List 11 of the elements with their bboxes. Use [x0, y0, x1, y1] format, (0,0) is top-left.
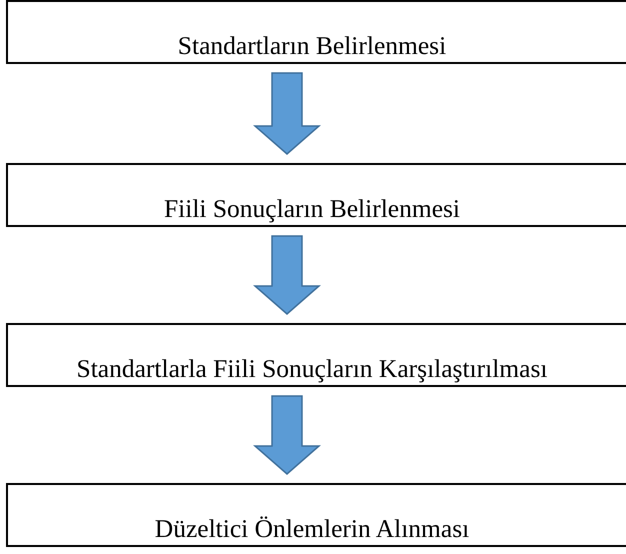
- process-box: [6, 0, 626, 64]
- process-box: [6, 163, 626, 227]
- step-label: Standartların Belirlenmesi: [178, 30, 446, 60]
- block-arrow: [253, 72, 321, 155]
- step-label: Standartlarla Fiili Sonuçların Karşılaştırılması: [76, 354, 548, 383]
- process-box: [6, 323, 626, 387]
- step-label: Düzeltici Önlemlerin Alınması: [154, 514, 470, 543]
- block-arrow: [253, 395, 321, 475]
- step-label: Fiili Sonuçların Belirlenmesi: [164, 194, 460, 223]
- process-box: [6, 483, 626, 547]
- block-arrow: [253, 235, 321, 315]
